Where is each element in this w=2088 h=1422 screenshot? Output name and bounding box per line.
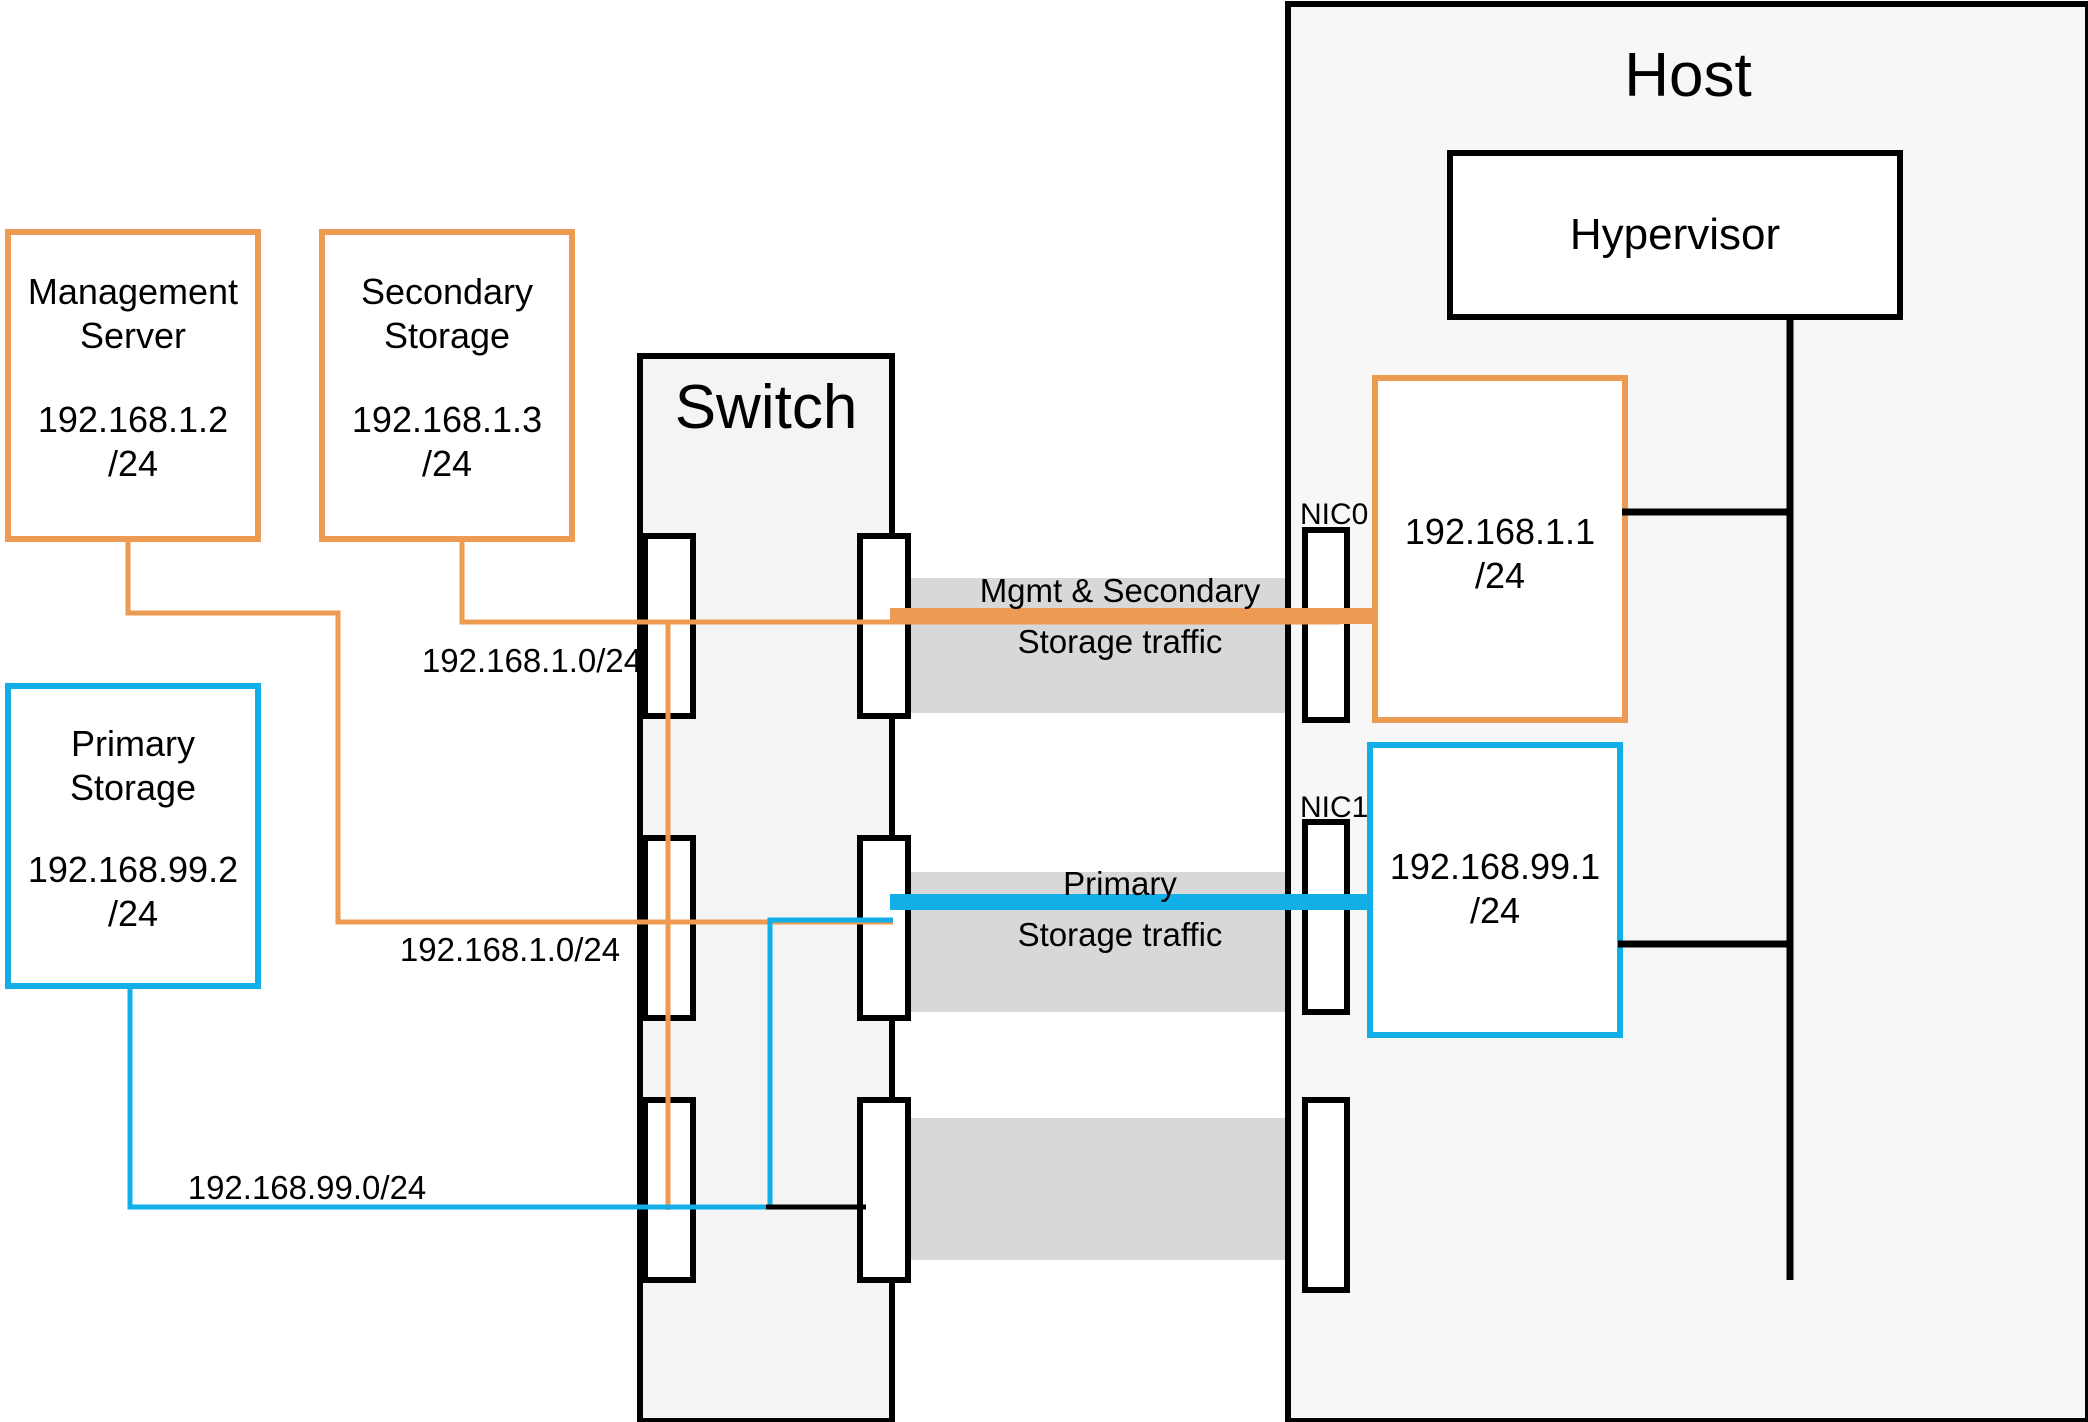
host-nic2-port[interactable] [1302,1097,1350,1293]
host-nic1-port[interactable] [1302,819,1350,1015]
mgmt-server-cable [125,539,893,925]
switch-port-right-2[interactable] [857,835,911,1021]
primary-storage-cable-riser [767,917,893,1190]
switch-port-right-1[interactable] [857,533,911,719]
nic0-ip-box[interactable] [1372,375,1628,723]
primary-storage-box[interactable] [5,683,261,989]
nic1-ip-box[interactable] [1367,742,1623,1038]
hypervisor-box[interactable] [1447,150,1903,320]
host-nic0-port[interactable] [1302,527,1350,723]
secondary-storage-box[interactable] [319,229,575,542]
switch-port-right-3[interactable] [857,1097,911,1283]
primary-storage-cable [127,986,773,1210]
management-server-box[interactable] [5,229,261,542]
